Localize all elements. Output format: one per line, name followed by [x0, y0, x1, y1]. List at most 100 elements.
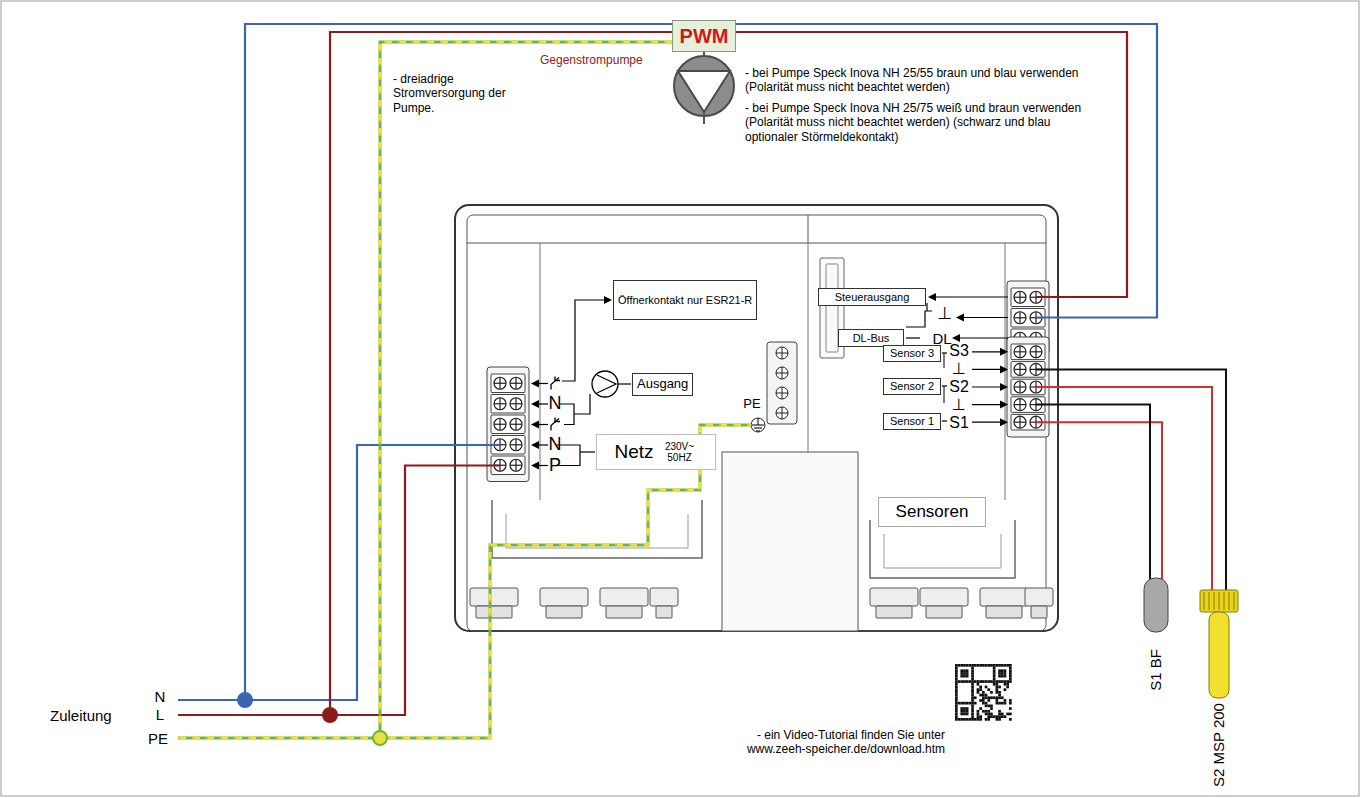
qr-module: [996, 680, 999, 683]
qr-module: [971, 672, 974, 675]
sensor-wire: [1036, 387, 1212, 592]
terminal-label: DL: [932, 330, 951, 348]
node-text: DL-Bus: [853, 332, 890, 345]
qr-module: [960, 718, 963, 721]
cable-gland: [476, 606, 512, 618]
screw-slot: [499, 398, 500, 410]
qr-module: [982, 702, 985, 705]
battery-holder: [826, 264, 838, 352]
qr-module: [987, 699, 990, 702]
qr-module: [966, 675, 969, 678]
qr-module: [996, 683, 999, 686]
note-text: - ein Video-Tutorial finden Sie unter ww…: [710, 728, 945, 757]
arrow-head: [531, 441, 539, 449]
cable-gland: [540, 588, 588, 606]
qr-module: [1004, 680, 1007, 683]
terminal-screw: [1014, 399, 1026, 411]
qr-module: [955, 702, 958, 705]
note-text: - bei Pumpe Speck Inova NH 25/75 weiß un…: [745, 101, 1105, 144]
qr-module: [993, 678, 996, 681]
qr-module: [963, 664, 966, 667]
screw-slot: [1019, 346, 1020, 358]
qr-module: [955, 715, 958, 718]
earth-wire: [178, 425, 751, 738]
terminal-block: [487, 367, 529, 482]
qr-module: [990, 713, 993, 716]
earth-symbol: [751, 418, 765, 432]
qr-module: [977, 691, 980, 694]
qr-module: [960, 702, 963, 705]
screw-slot: [782, 407, 783, 419]
terminal-label: L: [156, 706, 164, 724]
qr-module: [993, 664, 996, 667]
qr-module: [996, 699, 999, 702]
terminal-label: N: [155, 688, 166, 706]
terminal-slot: [491, 415, 525, 434]
screw-slot: [499, 418, 500, 430]
terminal-label: ⊥: [952, 395, 966, 414]
qr-module: [979, 664, 982, 667]
qr-module: [993, 672, 996, 675]
qr-module: [963, 707, 966, 710]
qr-module: [1006, 680, 1009, 683]
sensor-label: S2 MSP 200: [1210, 701, 1228, 789]
leader-line: [906, 337, 920, 338]
arrow-head: [952, 334, 960, 342]
sensor-s1: [1144, 578, 1168, 632]
qr-module: [982, 694, 985, 697]
qr-module: [993, 715, 996, 718]
qr-module: [998, 664, 1001, 667]
sensors-box: Sensoren: [878, 497, 986, 527]
qr-module: [987, 680, 990, 683]
sensor-wire: [1036, 405, 1150, 580]
qr-module: [987, 710, 990, 713]
earth-wire: [380, 42, 672, 738]
contact-symbol: [555, 418, 560, 422]
qr-module: [955, 699, 958, 702]
qr-module: [1009, 680, 1012, 683]
thread: [1224, 592, 1225, 610]
qr-module: [990, 707, 993, 710]
qr-module: [963, 718, 966, 721]
arrow-head: [531, 421, 539, 429]
earth-wire: [380, 42, 672, 738]
screw-slot: [782, 367, 783, 379]
qr-module: [971, 691, 974, 694]
qr-module: [998, 694, 1001, 697]
qr-module: [955, 675, 958, 678]
node-text: Sensor 3: [890, 347, 934, 360]
qr-module: [996, 664, 999, 667]
neutral-wire: [245, 445, 500, 700]
qr-module: [982, 710, 985, 713]
qr-module: [979, 686, 982, 689]
sensor-wire: [1036, 422, 1162, 580]
qr-module: [955, 696, 958, 699]
qr-module: [966, 710, 969, 713]
arrow-head: [604, 296, 612, 304]
thread: [1229, 592, 1230, 610]
qr-module: [979, 718, 982, 721]
terminal-screw: [776, 367, 788, 379]
qr-module: [998, 669, 1001, 672]
qr-module: [985, 710, 988, 713]
qr-module: [1006, 686, 1009, 689]
node-text: Sensor 2: [890, 380, 934, 393]
qr-module: [955, 713, 958, 716]
qr-module: [971, 696, 974, 699]
bracket: [942, 420, 947, 421]
node-text: PWM: [680, 25, 729, 48]
cable-gland: [920, 588, 968, 606]
qr-module: [1009, 672, 1012, 675]
earth-symbol: [756, 430, 760, 431]
thread: [1204, 592, 1205, 610]
qr-module: [979, 715, 982, 718]
qr-module: [996, 715, 999, 718]
phase-wire: [178, 32, 1127, 715]
qr-module: [987, 664, 990, 667]
cable-gland: [606, 606, 642, 618]
qr-module: [1004, 688, 1007, 691]
qr-module: [963, 713, 966, 716]
qr-module: [963, 675, 966, 678]
qr-module: [1001, 672, 1004, 675]
qr-module: [987, 713, 990, 716]
